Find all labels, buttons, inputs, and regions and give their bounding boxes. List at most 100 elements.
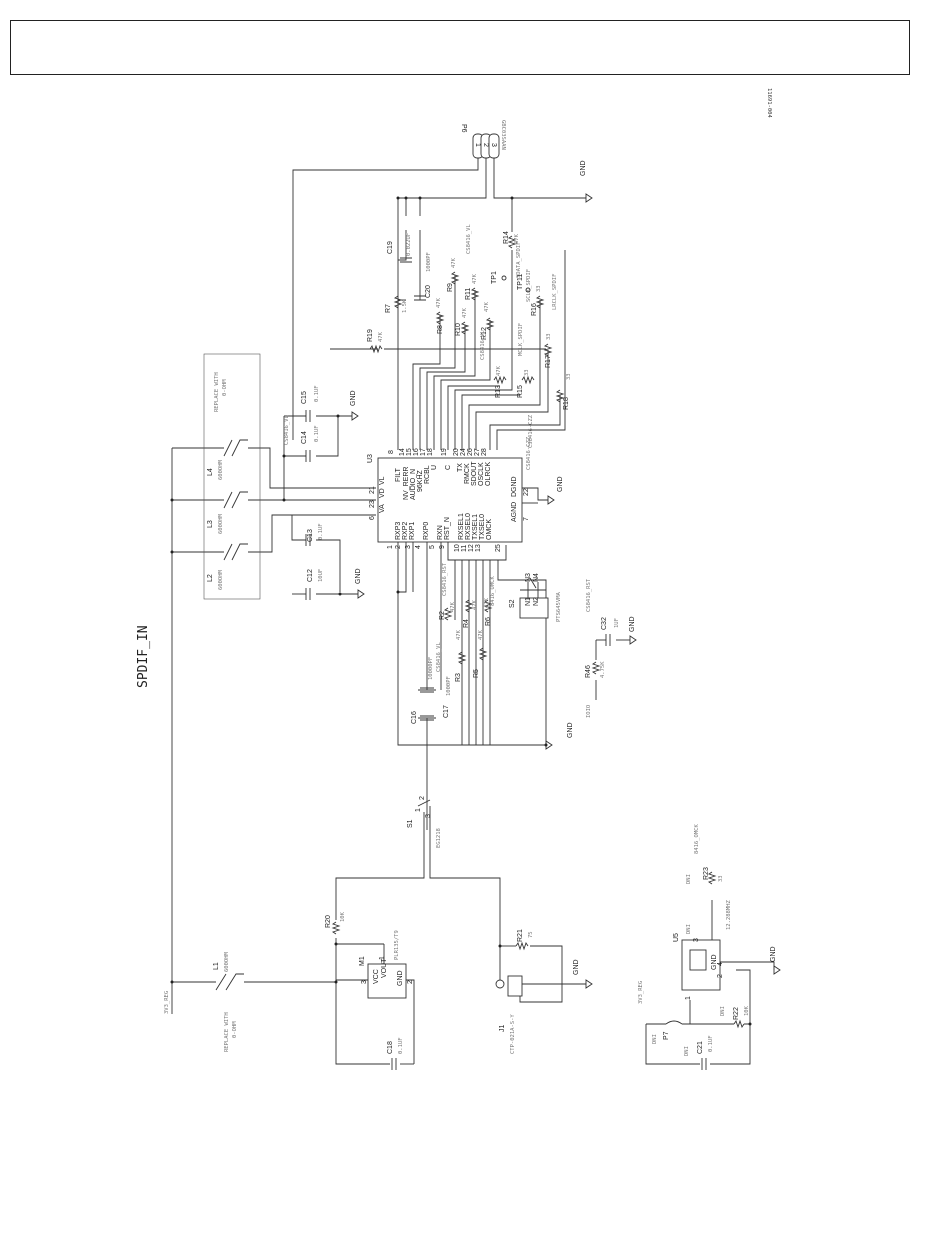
tp11-label: TP11 xyxy=(517,274,524,290)
r2-value: 47K xyxy=(450,601,456,612)
r10-ref: R10 xyxy=(455,323,462,336)
net-reg-left: 3V3_REG xyxy=(164,991,170,1014)
header-frame xyxy=(10,20,910,75)
m1-vcc: VCC xyxy=(373,969,380,984)
r46-ref: R46 xyxy=(585,665,592,678)
gnd-label-c12: GND xyxy=(355,568,362,584)
u5-gnd: GND xyxy=(711,954,718,970)
resistor-labels: R7 1.5K R8 47K R9 47K R10 47K R11 47K R1… xyxy=(325,231,750,1020)
dni-r23: DNI xyxy=(686,874,692,884)
dni-p7: DNI xyxy=(652,1034,658,1044)
r23-ref: R23 xyxy=(703,867,710,880)
pin-num-2: 2 xyxy=(395,545,402,549)
l1-value: 600OHM xyxy=(224,951,230,972)
r15-value: 33 xyxy=(524,369,530,376)
pin-name-va: VA xyxy=(379,504,386,513)
pin-num-15: 15 xyxy=(406,448,413,456)
r19-ref: R19 xyxy=(367,329,374,342)
c13-value: 0.1UF xyxy=(318,523,324,540)
c17-ref: C17 xyxy=(443,705,450,718)
m1-ref: M1 xyxy=(359,956,366,966)
pin-name-omck: OMCK xyxy=(486,519,493,540)
gnd-label-c32: GND xyxy=(629,616,636,632)
pin-name-rxn: RXN xyxy=(437,525,444,540)
c32-value: 1UF xyxy=(614,618,620,628)
switch-s1: S1 EG1218 1 2 3 xyxy=(407,796,442,848)
pin-num-17: 17 xyxy=(420,448,427,456)
p6-pin-2: 2 xyxy=(482,143,489,147)
s2-ref: S2 xyxy=(509,599,516,608)
s2-pin-n4: N4 xyxy=(533,573,540,582)
r17-ref: R17 xyxy=(545,355,552,368)
u5-ref: U5 xyxy=(673,933,680,942)
gnd-label-u5: GND xyxy=(770,946,777,962)
pin-num-18: 18 xyxy=(427,448,434,456)
c14-ref: C14 xyxy=(301,431,308,444)
pin-name-agnd: AGND xyxy=(511,502,518,522)
wires xyxy=(171,156,775,1065)
r15-ref: R15 xyxy=(517,385,524,398)
jack-j1: J1 CTP-021A-S-Y xyxy=(495,975,523,1054)
pin-name-rxp3: RXP3 xyxy=(395,522,402,540)
pin-num-10: 10 xyxy=(454,544,461,552)
gnd-label-dgnd: GND xyxy=(557,476,564,492)
c19-value: 0.022UF xyxy=(406,233,412,256)
switch-s2: S2 PTS645VMA N1 N2 N3 N4 xyxy=(509,573,562,622)
pin-num-22: 22 xyxy=(523,488,530,496)
l2-ref: L2 xyxy=(207,574,214,582)
m1-part: PLR135/T9 xyxy=(394,930,400,960)
r7-value: 1.5K xyxy=(402,299,408,313)
pin-num-28: 28 xyxy=(481,448,488,456)
s1-pin-2: 2 xyxy=(419,796,426,800)
r13-ref: R13 xyxy=(495,385,502,398)
u3-ref: U3 xyxy=(367,454,374,463)
u3-part: CS8416-CZZ xyxy=(526,436,532,470)
pin-name-osclk: OSCLK xyxy=(478,462,485,486)
net-reg-u5: 3V3_REG xyxy=(638,981,644,1004)
r23-value: 33 xyxy=(718,875,724,882)
pin-num-5: 5 xyxy=(429,545,436,549)
pin-name-rstn: RST_N xyxy=(444,517,451,540)
r20-value: 10K xyxy=(340,911,346,922)
net-sclk: SCLK_SPDIF xyxy=(526,269,532,302)
regulator-m1: M1 PLR135/T9 VCC VOUT GND 1 2 3 xyxy=(359,930,414,999)
pin-name-tx: TX xyxy=(457,463,464,472)
pin-num-14: 14 xyxy=(399,448,406,456)
j1-ref: J1 xyxy=(499,1025,506,1033)
pin-name-vl: VL xyxy=(379,476,386,485)
s2-pin-n1: N1 xyxy=(525,597,532,606)
u5-part: 12.288MHZ xyxy=(726,900,732,930)
inductor-block: REPLACE WITH 0-OHM L4 600OHM L3 600OHM L… xyxy=(203,353,261,600)
r14-ref: R14 xyxy=(503,231,510,244)
s1-ref: S1 xyxy=(407,819,414,828)
r18-ref: R18 xyxy=(563,397,570,410)
pin-num-23: 23 xyxy=(369,500,376,508)
net-rst-right: CS8416_RST xyxy=(586,578,592,612)
pin-name-rxsel1: RXSEL1 xyxy=(458,513,465,540)
net-sdata: SDATA_SPDIF xyxy=(516,242,522,278)
pin-name-filt: FILT xyxy=(395,467,402,482)
gnd-symbols xyxy=(351,193,781,989)
r7-ref: R7 xyxy=(385,304,392,313)
r9-ref: R9 xyxy=(447,283,454,292)
p6-pin-3: 3 xyxy=(490,143,497,147)
r9-value: 47K xyxy=(451,257,457,268)
r8-ref: R8 xyxy=(437,325,444,334)
r12-ref: R12 xyxy=(481,327,488,340)
pin-name-txsel0: TXSEL0 xyxy=(479,514,486,540)
r20-ref: R20 xyxy=(325,915,332,928)
c20-value: 1000PF xyxy=(426,252,432,272)
pin-num-26: 26 xyxy=(467,448,474,456)
p6-part: GBC03SAAN xyxy=(500,120,506,150)
pin-num-12: 12 xyxy=(468,544,475,552)
oscillator-u5: U5 12.288MHZ GND 1 2 3 4 P7 DNI DNI DNI … xyxy=(652,874,732,1056)
gnd-label-c15: GND xyxy=(350,390,357,406)
r12-value: 47K xyxy=(484,301,490,312)
pin-num-1: 1 xyxy=(387,545,394,549)
j1-part: CTP-021A-S-Y xyxy=(510,1014,516,1054)
pin-num-11: 11 xyxy=(461,545,468,552)
r16-value: 33 xyxy=(536,285,542,292)
c21-value: 0.1UF xyxy=(708,1035,714,1052)
r16-ref: R16 xyxy=(531,303,538,316)
net-ioio: IOIO xyxy=(586,705,592,718)
